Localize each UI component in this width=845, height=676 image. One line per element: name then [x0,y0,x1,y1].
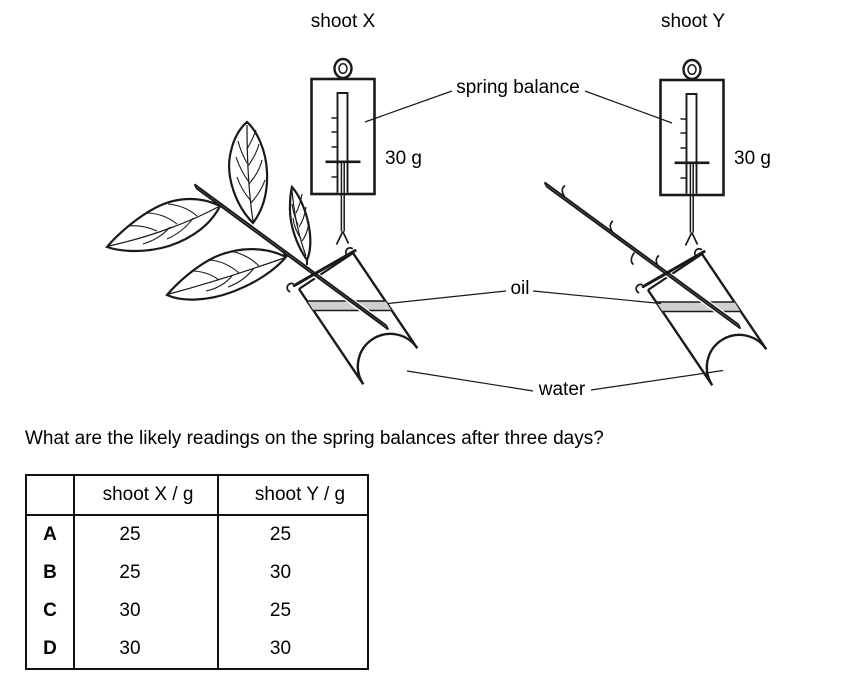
spring-balance-label: spring balance [456,77,580,98]
option-letter: D [25,630,75,669]
leader-water-right [590,369,724,391]
shoot-x-value: 30 [73,592,219,631]
leader-spring-balance-right [584,90,673,124]
corner-cell [25,475,75,516]
shoot-y-stem [542,181,742,330]
shoot-y-value: 30 [217,630,369,669]
leaf-left [105,197,222,253]
option-letter: C [25,592,75,631]
leaf-small-right [288,184,312,265]
water-label: water [538,379,586,400]
balance-x-reading: 30 g [385,148,422,169]
oil-label: oil [510,278,530,299]
balance-y-reading: 30 g [734,148,771,169]
table-header-row: shoot X / g shoot Y / g [25,475,369,516]
col-header-shoot-x: shoot X / g [73,475,219,516]
leader-spring-balance-left [364,90,453,123]
shoot-x-value: 25 [73,515,219,554]
leaf-top [228,120,269,225]
shoot-x-value: 30 [73,630,219,669]
leader-lines [364,90,724,392]
shoot-x-title: shoot X [310,11,376,32]
shoot-x-value: 25 [73,553,219,592]
leaf-bottom [165,248,288,301]
shoot-x-leaves [105,120,312,301]
question-text: What are the likely readings on the spri… [25,428,604,449]
leader-oil-left [387,290,507,305]
shoot-y-title: shoot Y [660,11,726,32]
leader-water-left [406,370,534,392]
shoot-y-value: 25 [217,592,369,631]
leader-oil-right [532,290,662,305]
leaf-scar-stubs [561,184,660,267]
apparatus-shoot-y [542,58,768,387]
answer-options-table: shoot X / g shoot Y / g A 25 25 B 25 30 … [25,474,369,670]
answer-row-a: A 25 25 [25,515,369,554]
col-header-shoot-y: shoot Y / g [217,475,369,516]
shoot-y-value: 25 [217,515,369,554]
answer-row-c: C 30 25 [25,592,369,631]
apparatus-shoot-x [105,57,419,386]
option-letter: B [25,553,75,592]
shoot-y-value: 30 [217,553,369,592]
answer-row-b: B 25 30 [25,553,369,592]
option-letter: A [25,515,75,554]
answer-row-d: D 30 30 [25,630,369,669]
shoot-x-stem [192,183,390,331]
